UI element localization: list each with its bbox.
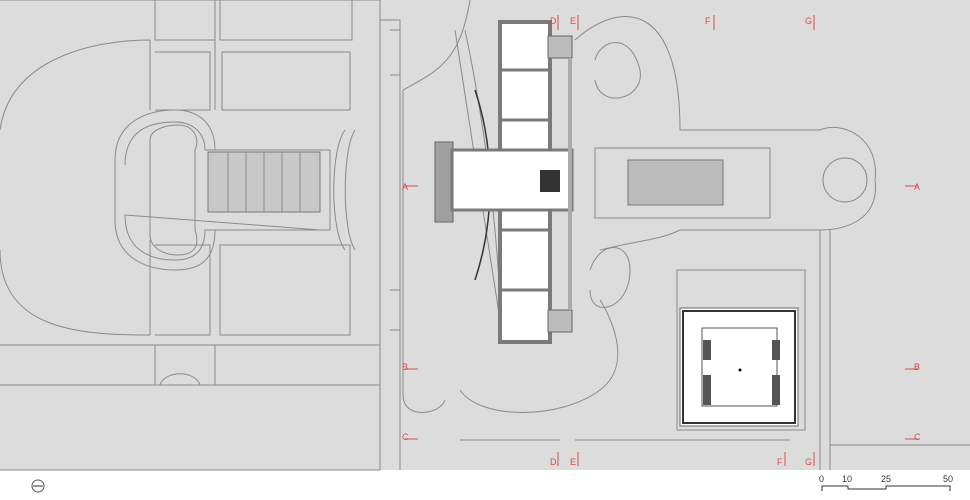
scale-bar: 0 10 25 50 [819, 474, 953, 491]
section-marker-c-right: C [914, 432, 921, 442]
section-marker-f-bottom: F [777, 457, 783, 467]
section-marker-b-left: B [402, 362, 408, 372]
section-marker-d-top: D [550, 16, 557, 26]
site-background [0, 0, 970, 470]
section-marker-d-bottom: D [550, 457, 557, 467]
section-marker-e-top: E [570, 16, 576, 26]
section-marker-f-top: F [705, 16, 711, 26]
garden-parterre [0, 0, 401, 471]
scale-tick-0: 0 [819, 474, 824, 484]
section-marker-a-left: A [402, 182, 408, 192]
section-marker-b-right: B [914, 362, 920, 372]
scale-tick-10: 10 [842, 474, 852, 484]
scale-tick-50: 50 [943, 474, 953, 484]
section-marker-g-top: G [805, 16, 812, 26]
section-marker-e-bottom: E [570, 457, 576, 467]
pavilion [676, 269, 806, 431]
section-marker-a-right: A [914, 182, 920, 192]
section-markers: A A B B C C D E F G D E F G [402, 15, 921, 467]
scale-tick-25: 25 [881, 474, 891, 484]
section-marker-c-left: C [402, 432, 409, 442]
north-arrow-icon [31, 479, 45, 493]
roads [402, 0, 970, 470]
section-marker-g-bottom: G [805, 457, 812, 467]
main-building [434, 20, 574, 344]
